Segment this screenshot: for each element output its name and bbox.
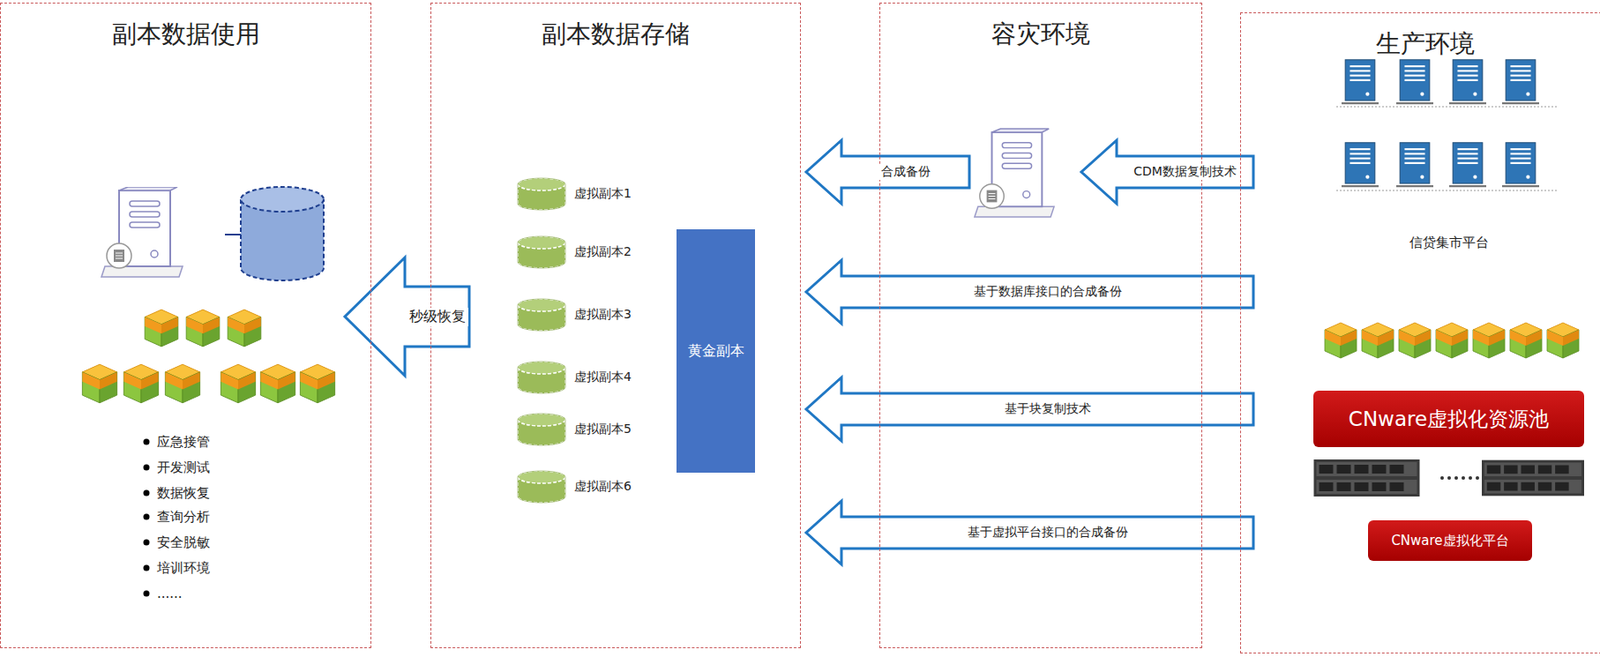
region-panel: 副本数据使用 [0,2,372,649]
usage-item: 查询分析 [157,508,210,526]
virtual-copy: 虚拟副本6 [515,469,684,505]
disk-icon [515,470,568,504]
virtual-copy: 虚拟副本4 [515,359,684,396]
region-panel: 生产环境 CNware虚拟化资源池 CNware虚拟化平台 [1240,12,1600,654]
usage-item: ...... [157,585,183,602]
arrow-label: 合成备份 [878,164,934,180]
platform-caption: 信贷集市平台 [1409,234,1489,252]
node-label: CNware虚拟化平台 [1390,532,1509,550]
virtual-copy: 虚拟副本2 [515,234,684,270]
usage-item: 安全脱敏 [157,534,210,552]
region-title: 副本数据使用 [0,17,371,52]
block-arrow [806,260,1254,324]
arrow-label: 基于块复制技术 [1001,401,1094,418]
virtual-copy: 虚拟副本1 [515,176,684,212]
node-label: 虚拟副本1 [574,186,632,202]
arrow-label: CDM数据复制技术 [1130,164,1240,180]
usage-item: 数据恢复 [157,485,210,502]
usage-item: 开发测试 [157,459,210,477]
region-panel: 容灾环境 [879,2,1203,649]
region-title: 副本数据存储 [431,17,800,52]
region-title: 容灾环境 [880,17,1202,52]
virtual-copy: 虚拟副本5 [515,411,684,448]
arrow-label: 基于虚拟平台接口的合成备份 [964,524,1131,541]
golden-copy-box: 黄金副本 [676,229,756,473]
usage-item: 应急接管 [157,433,210,451]
arrow-label: 基于数据库接口的合成备份 [971,284,1125,300]
virtual-copy: 虚拟副本3 [515,297,684,333]
node-label: 虚拟副本6 [574,478,632,495]
platform-box: CNware虚拟化资源池 [1313,390,1585,448]
platform-box: CNware虚拟化平台 [1368,520,1533,561]
node-label: 虚拟副本4 [574,369,632,386]
block-arrow [1081,140,1254,204]
disk-icon [515,235,568,270]
block-arrow [806,500,1254,565]
block-arrow [806,140,970,204]
node-label: 虚拟副本3 [574,306,632,323]
arrow-label: 秒级恢复 [406,307,469,327]
block-arrow [806,377,1254,442]
node-label: 虚拟副本5 [574,421,632,438]
node-label: 黄金副本 [687,342,745,361]
disk-icon [515,360,568,395]
disk-icon [515,177,568,211]
usage-item: 培训环境 [157,560,210,577]
region-panel: 副本数据存储虚拟副本1 虚拟副本2 虚拟副本3 虚拟副本4 虚拟副本5 虚拟副本6 黄金副本 [430,2,801,649]
block-arrow [344,257,470,376]
node-label: CNware虚拟化资源池 [1348,405,1549,434]
disk-icon [515,412,568,447]
disk-icon [515,298,568,332]
region-title: 生产环境 [1241,27,1600,61]
node-label: 虚拟副本2 [574,244,632,261]
